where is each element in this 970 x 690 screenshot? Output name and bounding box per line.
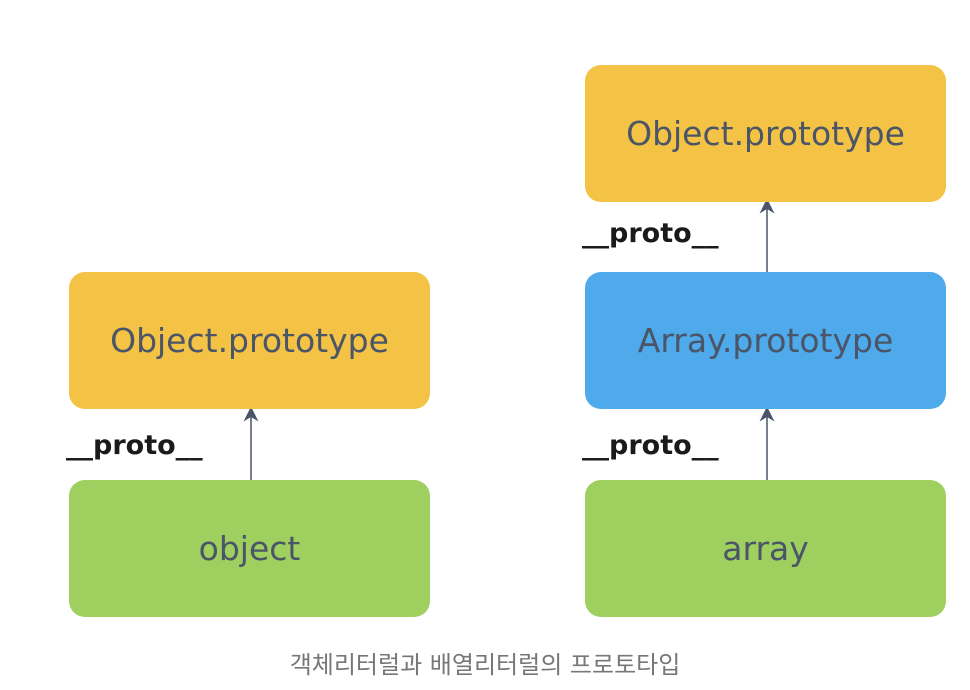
left-object-box: object <box>69 480 430 617</box>
right-upper-proto-label: __proto__ <box>582 218 719 249</box>
right-array-label: array <box>722 529 809 568</box>
left-object-label: object <box>198 529 301 568</box>
left-proto-label: __proto__ <box>66 430 203 461</box>
left-object-prototype-label: Object.prototype <box>110 321 389 360</box>
right-array-box: array <box>585 480 946 617</box>
left-object-prototype-box: Object.prototype <box>69 272 430 409</box>
right-array-prototype-label: Array.prototype <box>637 321 894 360</box>
right-object-prototype-label: Object.prototype <box>626 114 905 153</box>
figure-caption: 객체리터럴과 배열리터럴의 프로토타입 <box>289 651 681 679</box>
right-object-prototype-box: Object.prototype <box>585 65 946 202</box>
right-array-prototype-box: Array.prototype <box>585 272 946 409</box>
right-lower-proto-label: __proto__ <box>582 430 719 461</box>
